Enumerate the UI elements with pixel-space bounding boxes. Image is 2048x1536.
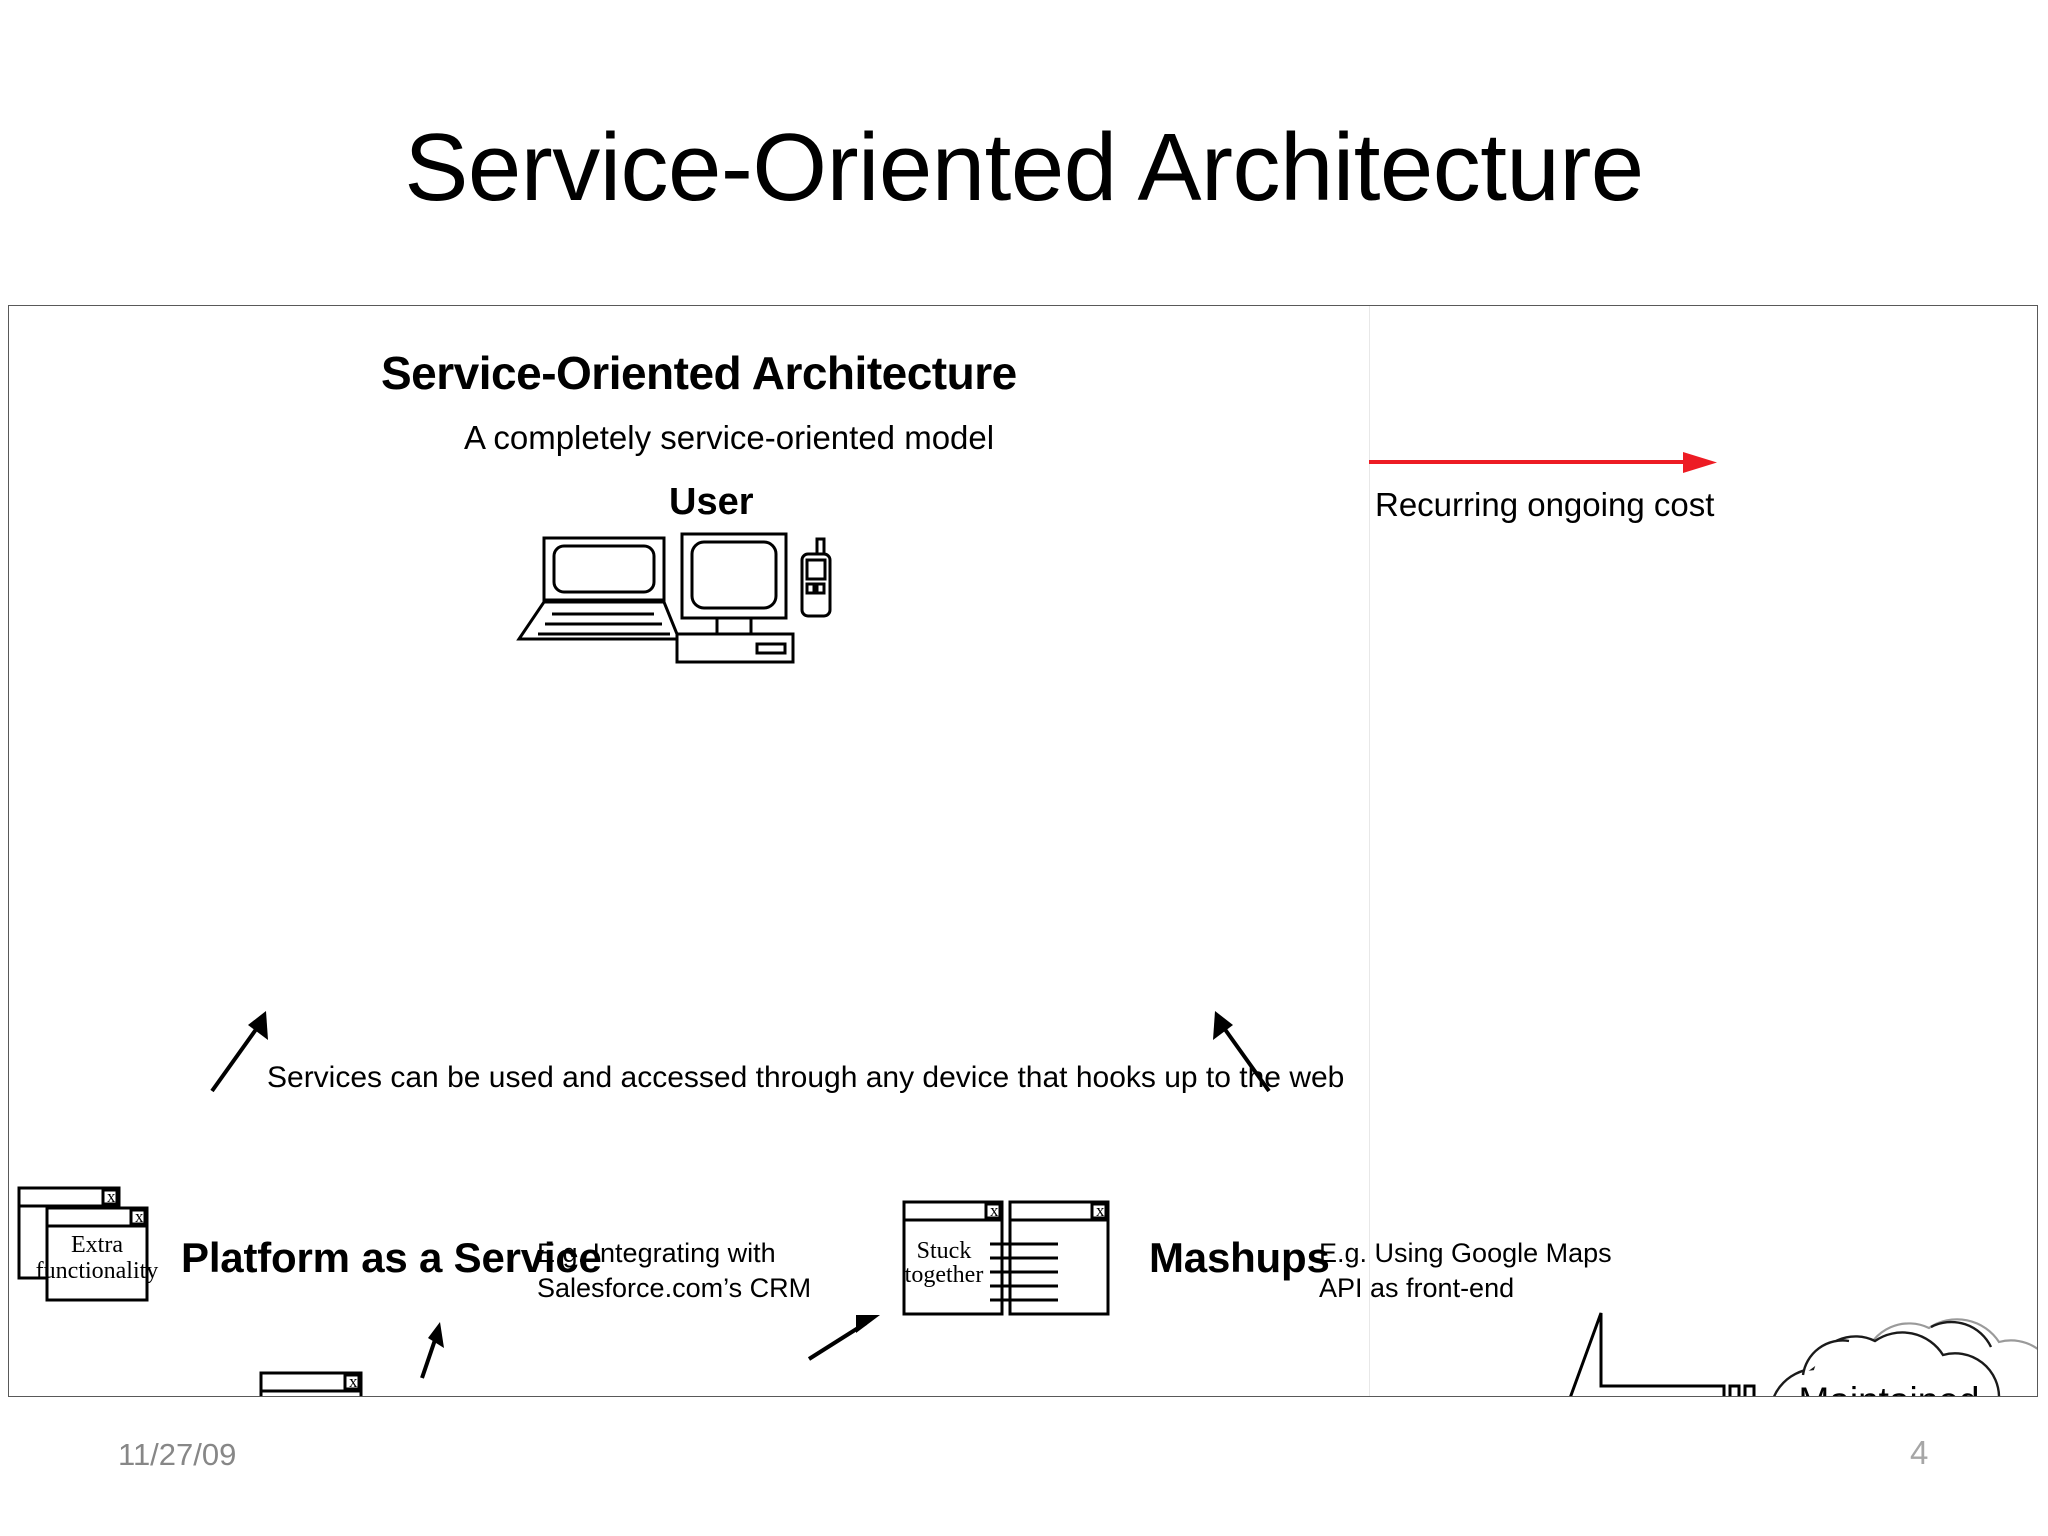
red-arrow-icon (1369, 452, 1717, 473)
layer-example-mashups: E.g. Using Google Maps API as front-end (1319, 1236, 1612, 1305)
recurring-cost-group: Recurring ongoing cost (1367, 448, 1727, 523)
software-window-icon: x (259, 1371, 363, 1396)
recurring-cost-label: Recurring ongoing cost (1375, 486, 1715, 523)
laptop-icon (516, 536, 682, 641)
diagram-image-frame: Service-Oriented Architecture A complete… (8, 305, 2038, 1397)
extra-functionality-line2: functionality (36, 1258, 159, 1284)
mashup-windows-icon: x Stuck together x (902, 1200, 1110, 1316)
block-arrow-left-icon (1569, 1312, 1756, 1396)
svg-text:x: x (349, 1372, 358, 1391)
mashups-example-line2: API as front-end (1319, 1272, 1515, 1303)
layer-example-paas: E.g. Integrating with Salesforce.com’s C… (537, 1236, 811, 1305)
mashups-example-line1: E.g. Using Google Maps (1319, 1238, 1612, 1268)
footer-date: 11/27/09 (118, 1437, 237, 1472)
diagram-title: Service-Oriented Architecture (381, 347, 1017, 399)
image-seam-divider (1369, 306, 1370, 1396)
cloud-label-line1: Maintained (1764, 1378, 2014, 1396)
layer-label-mashups: Mashups (1149, 1234, 1330, 1281)
desktop-computer-icon (675, 532, 795, 664)
paas-example-line2: Salesforce.com’s CRM (537, 1272, 812, 1303)
paas-example-line1: E.g. Integrating with (537, 1238, 776, 1268)
svg-text:x: x (107, 1187, 116, 1206)
stuck-together-line2: together (905, 1262, 984, 1288)
svg-text:x: x (990, 1201, 999, 1220)
svg-text:x: x (135, 1207, 144, 1226)
cloud-label: Maintained in cloud (1764, 1378, 2014, 1396)
extra-functionality-line1: Extra (71, 1232, 123, 1258)
stuck-together-line1: Stuck (917, 1238, 972, 1264)
user-label: User (669, 481, 754, 523)
layer-label-paas: Platform as a Service (181, 1234, 602, 1281)
page-title: Service-Oriented Architecture (404, 114, 1644, 221)
arrow-up-right-icon (1213, 1011, 1271, 1093)
arrow-saas-to-paas-icon (420, 1322, 444, 1379)
diagram-subtitle: A completely service-oriented model (464, 419, 995, 456)
arrow-up-left-icon (210, 1011, 268, 1093)
services-caption: Services can be used and accessed throug… (267, 1061, 1345, 1094)
footer-page-number: 4 (1910, 1434, 1929, 1471)
layer-label-saas: Software as a Service (411, 1394, 839, 1396)
cloud-icon (1773, 1318, 2037, 1396)
extra-functionality-windows-icon: x x Extra functionality (17, 1186, 159, 1302)
svg-text:x: x (1096, 1201, 1105, 1220)
arrow-to-mashups-icon (807, 1315, 880, 1361)
mobile-phone-icon (800, 537, 832, 618)
user-devices-group (514, 532, 844, 664)
